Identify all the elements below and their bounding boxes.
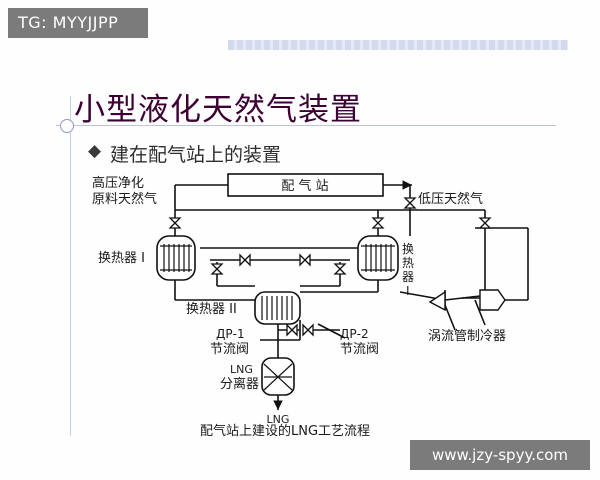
vertical-rule bbox=[70, 96, 71, 436]
ring-ornament-icon bbox=[60, 119, 74, 133]
hx2-label-char-4: I bbox=[406, 284, 410, 298]
diagram-caption: 配气站上建设的LNG工艺流程 bbox=[200, 423, 370, 439]
valve-5-icon bbox=[210, 263, 224, 275]
valve-8-icon bbox=[299, 253, 311, 267]
heat-exchanger-2 bbox=[254, 291, 301, 325]
hx2-label-char-1: 换 bbox=[402, 242, 414, 256]
watermark-bottom-right: www.jzy-spyy.com bbox=[410, 440, 590, 470]
valve-1-icon bbox=[168, 217, 182, 229]
hx3-label: 换热器 II bbox=[186, 302, 237, 317]
valve1-label-1: ДР-1 bbox=[216, 327, 245, 341]
valve-7-icon bbox=[239, 253, 251, 267]
bullet-text: 建在配气站上的装置 bbox=[110, 144, 282, 166]
valve1-label-2: 节流阀 bbox=[210, 342, 249, 357]
diamond-bullet-icon: ◆ bbox=[88, 141, 102, 161]
lng-separator bbox=[261, 357, 295, 396]
separator-label-2: 分离器 bbox=[220, 376, 259, 392]
vortex-label: 涡流管制冷器 bbox=[428, 329, 506, 344]
hx2-label-char-3: 器 bbox=[402, 270, 414, 284]
horizontal-rule bbox=[56, 125, 556, 126]
throttle-valve-1-icon bbox=[286, 323, 298, 337]
input-label-2: 原料天然气 bbox=[92, 191, 157, 207]
throttle-valve-2-icon bbox=[302, 323, 314, 337]
output-label: 低压天然气 bbox=[418, 191, 483, 207]
valve-2-icon bbox=[371, 217, 385, 229]
valve2-label-1: ДР-2 bbox=[340, 327, 369, 341]
station-label: 配 气 站 bbox=[281, 178, 328, 194]
heat-exchanger-1-right bbox=[357, 235, 399, 281]
vortex-tube-icon bbox=[428, 289, 506, 312]
heat-exchanger-1 bbox=[156, 235, 196, 281]
watermark-top-left: TG: MYYJJPP bbox=[8, 8, 148, 38]
valve-4-icon bbox=[478, 217, 492, 229]
separator-label-1: LNG bbox=[230, 363, 253, 376]
hx1-label: 换热器 I bbox=[98, 251, 145, 266]
product-label: LNG bbox=[267, 413, 290, 426]
slide-title: 小型液化天然气装置 bbox=[74, 92, 362, 128]
decorative-band bbox=[228, 40, 568, 50]
valve-3-icon bbox=[403, 197, 417, 209]
hx2-label-char-2: 热 bbox=[402, 256, 414, 270]
input-label-1: 高压净化 bbox=[92, 175, 144, 191]
valve-6-icon bbox=[333, 263, 347, 275]
valve2-label-2: 节流阀 bbox=[340, 342, 379, 357]
